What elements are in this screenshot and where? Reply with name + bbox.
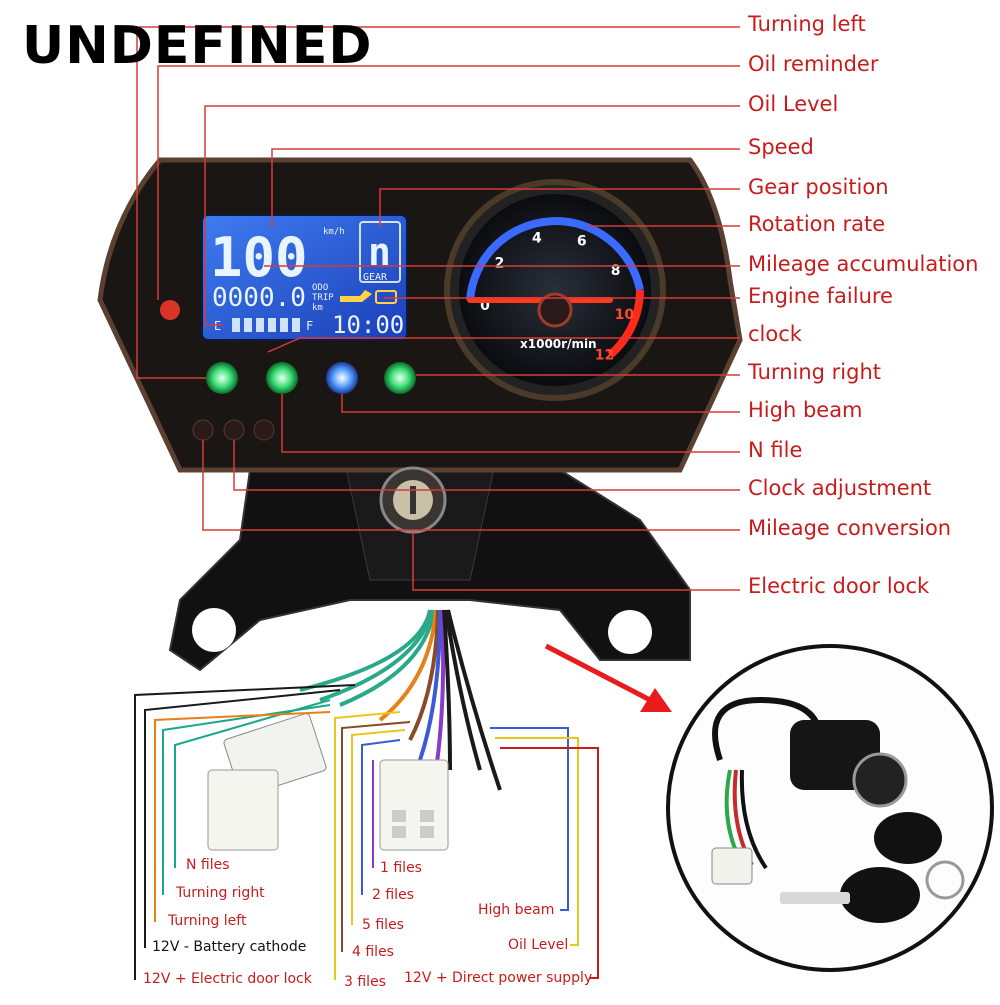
engine-icon [375, 290, 397, 304]
lcd-speed-unit: km/h [323, 227, 345, 237]
lcd-km-label: km [312, 303, 323, 313]
callout-label-clock-adjustment: Clock adjustment [748, 476, 932, 500]
ignition-slot [410, 486, 416, 514]
callout-label-speed: Speed [748, 135, 814, 159]
spare-button[interactable] [253, 419, 275, 441]
clock-adjustment-button[interactable] [223, 419, 245, 441]
lcd-gear: n [368, 230, 391, 274]
mileage-conversion-button[interactable] [192, 419, 214, 441]
callout-label-turning-left: Turning left [748, 12, 866, 36]
indicator-neutral [266, 362, 298, 394]
callout-label-oil-reminder: Oil reminder [748, 52, 879, 76]
wiring-label-4-files: 4 files [352, 944, 394, 960]
oil-can-icon [340, 290, 372, 302]
callout-label-oil-level: Oil Level [748, 92, 839, 116]
connector-mid [379, 759, 449, 851]
warning-light-icon [160, 300, 180, 320]
wiring-label-turning-right: Turning right [176, 885, 265, 901]
callout-label-mileage-accumulation: Mileage accumulation [748, 252, 979, 276]
ignition-switch-inset [666, 644, 994, 972]
connector-left-body [207, 769, 279, 851]
tachometer-ticks: 0 2 4 6 8 10 12 [480, 230, 634, 363]
indicator-turning-right [384, 362, 416, 394]
callout-label-mileage-conversion: Mileage conversion [748, 516, 952, 540]
callout-label-clock: clock [748, 322, 802, 346]
tachometer-tick-label: 2 [495, 255, 505, 271]
wiring-label-5-files: 5 files [362, 917, 404, 933]
bracket-hole-left [192, 608, 236, 652]
ignition-switch-photo [711, 696, 965, 923]
tachometer-tick-label: 6 [577, 233, 587, 249]
lcd-odo-label: ODO [312, 283, 328, 293]
arrow-head-icon [640, 688, 672, 712]
callout-label-high-beam: High beam [748, 398, 863, 422]
callout-label-n-file: N file [748, 438, 803, 462]
tachometer-tick-label: 0 [480, 298, 490, 314]
lcd-fuel-f: F [306, 319, 313, 333]
tachometer-tick-label: 12 [595, 348, 614, 364]
callout-leaders [136, 26, 740, 591]
lcd-fuel-e: E [214, 319, 221, 333]
callout-label-gear-position: Gear position [748, 175, 889, 199]
tachometer-unit: x1000r/min [520, 337, 597, 351]
tachometer-tick-label: 10 [615, 307, 635, 323]
fuel-bars [232, 318, 300, 332]
connector-mid-pins [392, 810, 434, 838]
callout-label-rotation-rate: Rotation rate [748, 212, 886, 236]
wiring-label-1-files: 1 files [380, 860, 422, 876]
bracket-hole-right [608, 610, 652, 654]
wiring-label-3-files: 3 files [344, 974, 386, 990]
wiring-label-electric-door-lock: 12V + Electric door lock [143, 971, 312, 987]
wiring-legend-lines [134, 684, 599, 980]
arrow-line [544, 643, 652, 703]
wiring-label-high-beam: High beam [478, 902, 555, 918]
lcd-gear-label: GEAR [363, 272, 388, 283]
tachometer-hub [537, 292, 573, 328]
tachometer-tick-label: 4 [532, 230, 542, 246]
indicator-turning-left [206, 362, 238, 394]
wiring-label-battery-cathode: 12V - Battery cathode [152, 939, 307, 955]
wiring-label-direct-power: 12V + Direct power supply [404, 970, 593, 986]
lcd-trip-label: TRIP [312, 293, 334, 303]
wiring-label-2-files: 2 files [372, 887, 414, 903]
lcd-panel [201, 214, 408, 341]
lcd-speed: 100 [210, 226, 308, 289]
brand-logo: UNDEFINED [22, 16, 373, 76]
wiring-label-n-files: N files [186, 857, 230, 873]
tachometer-tick-label: 8 [611, 263, 621, 279]
callout-label-engine-failure: Engine failure [748, 284, 893, 308]
lcd-odometer: 0000.0 [212, 283, 306, 313]
wire-harness [299, 609, 502, 791]
callout-label-electric-door-lock: Electric door lock [748, 574, 930, 598]
wiring-label-oil-level: Oil Level [508, 937, 569, 953]
callout-label-turning-right: Turning right [748, 360, 882, 384]
lcd-clock: 10:00 [332, 311, 404, 339]
indicator-high-beam [326, 362, 358, 394]
wiring-label-turning-left: Turning left [168, 913, 247, 929]
